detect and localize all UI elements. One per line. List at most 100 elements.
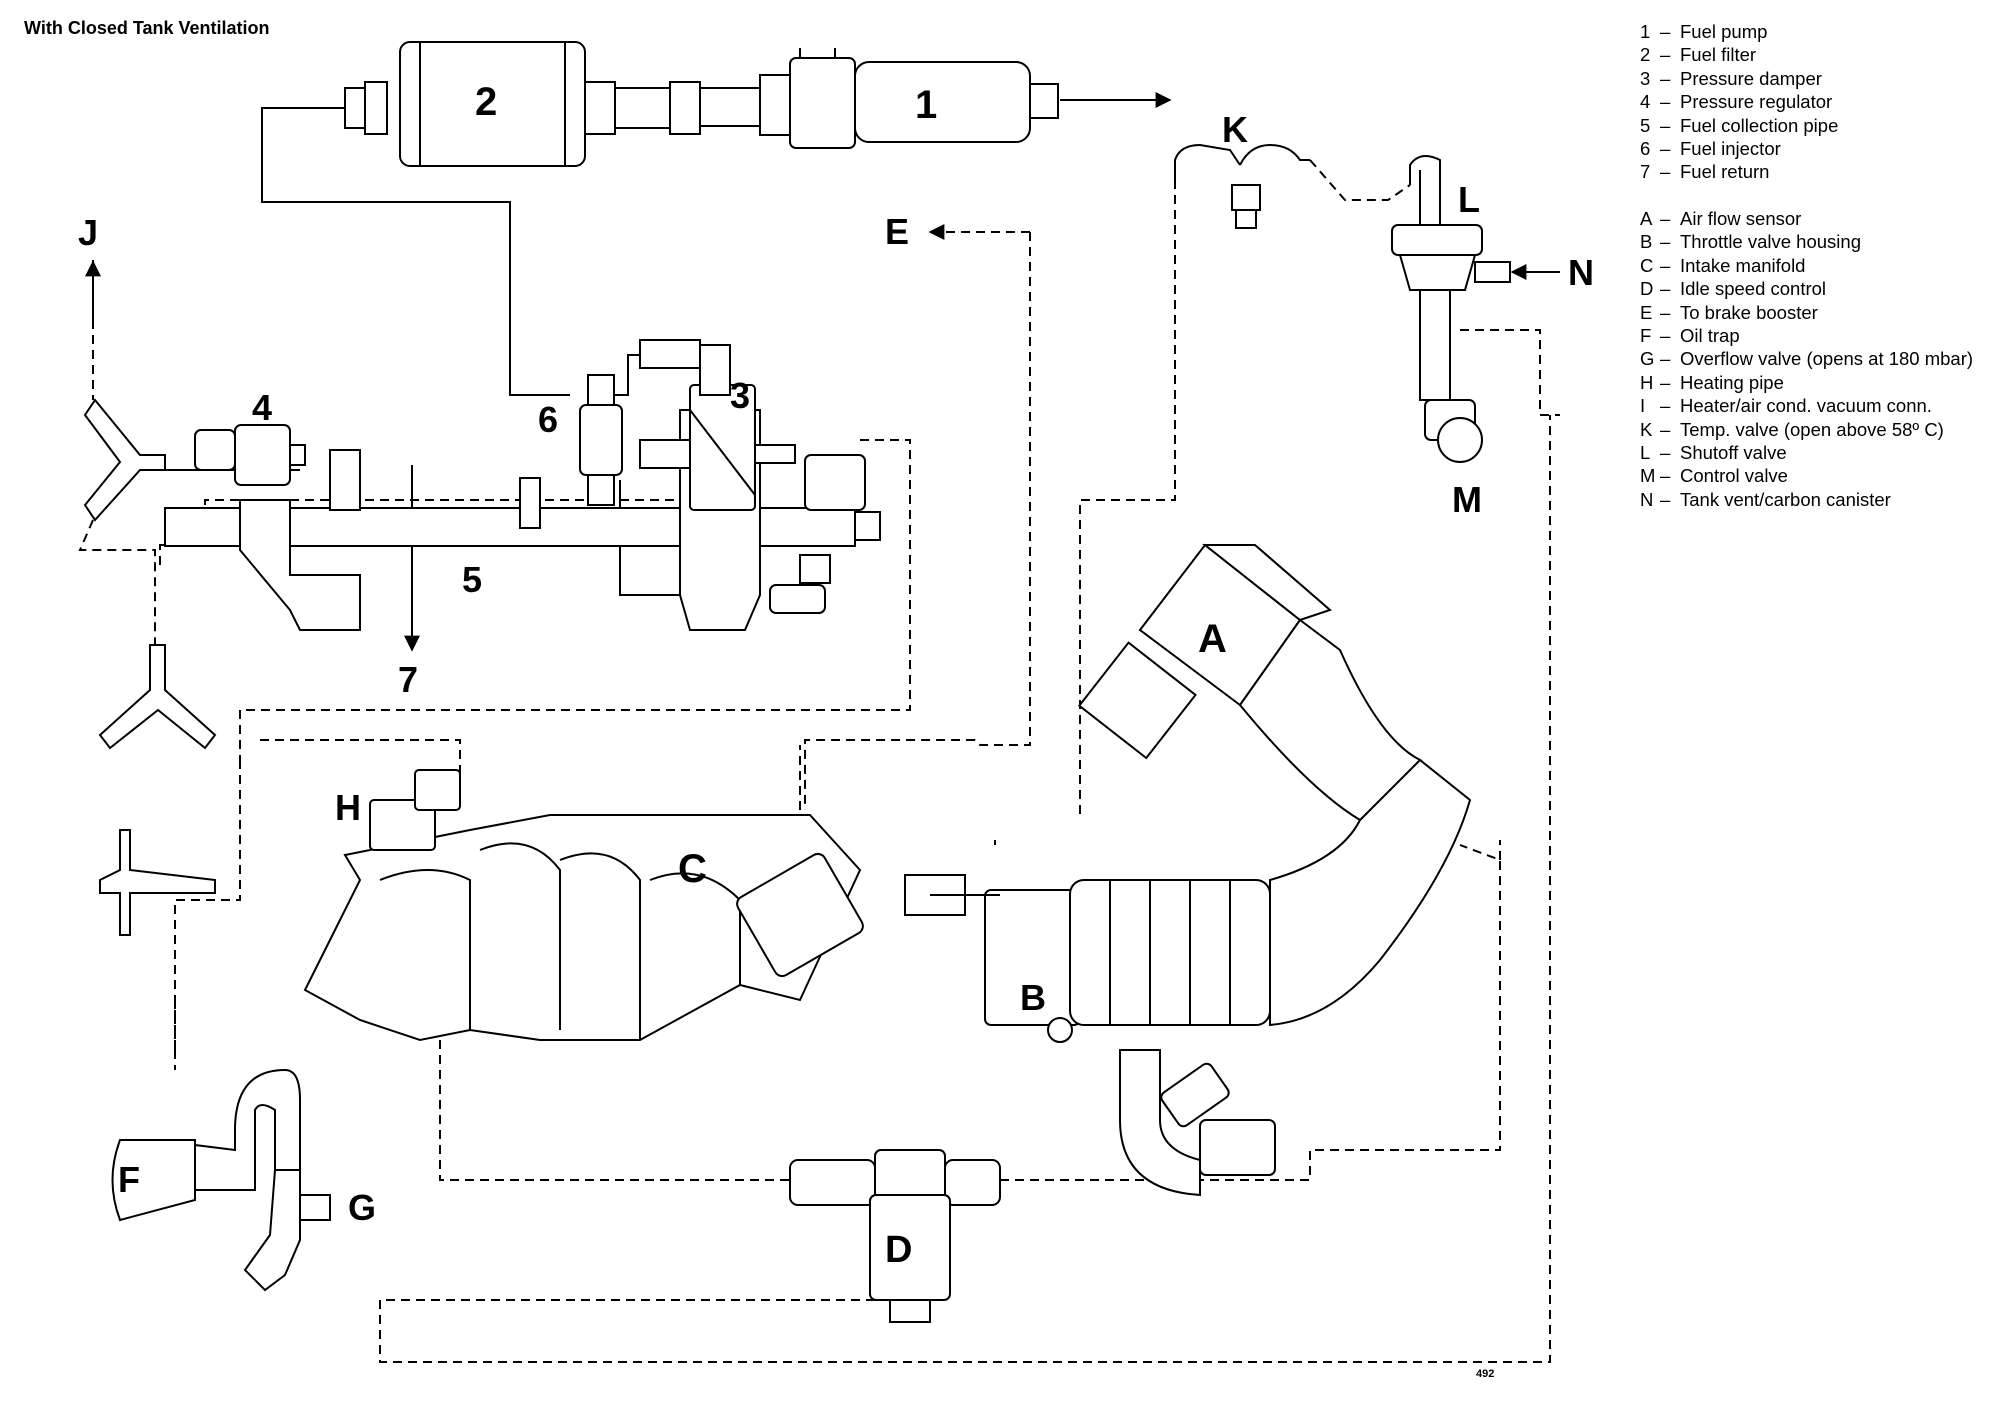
- legend-text: Air flow sensor: [1680, 208, 1802, 229]
- legend-text: Temp. valve (open above 58º C): [1680, 418, 1944, 440]
- legend-item: A–Air flow sensor: [1640, 207, 1973, 230]
- legend-dash: –: [1660, 21, 1671, 42]
- legend-item: I–Heater/air cond. vacuum conn.: [1640, 394, 1973, 417]
- label-G: G: [348, 1187, 376, 1228]
- page-title: With Closed Tank Ventilation: [24, 18, 270, 38]
- label-5: 5: [462, 559, 482, 600]
- fuel-filter: [344, 41, 761, 167]
- legend-key: G: [1640, 348, 1655, 370]
- label-D: D: [885, 1229, 912, 1271]
- label-M: M: [1452, 479, 1482, 520]
- air-flow-sensor: [1077, 543, 1422, 822]
- legend-key: F: [1640, 325, 1652, 347]
- intake-manifold: [303, 769, 864, 1042]
- legend-text: Pressure regulator: [1680, 91, 1833, 113]
- legend-text: Overflow valve (opens at 180 mbar): [1680, 348, 1974, 370]
- legend-item: K–Temp. valve (open above 58º C): [1640, 418, 1973, 441]
- legend-dash: –: [1660, 301, 1671, 323]
- legend-text: Control valve: [1680, 465, 1788, 487]
- label-A: A: [1198, 617, 1227, 661]
- legend-text: Fuel filter: [1680, 44, 1757, 66]
- legend-item: M–Control valve: [1640, 464, 1973, 487]
- legend-dash: –: [1660, 488, 1671, 510]
- legend-key: H: [1640, 371, 1654, 393]
- legend-text: Heater/air cond. vacuum conn.: [1680, 395, 1932, 417]
- legend-item: N–Tank vent/carbon canister: [1640, 488, 1973, 511]
- legend-text: Pressure damper: [1680, 67, 1822, 89]
- legend-dash: –: [1660, 114, 1671, 136]
- legend-key: I: [1640, 395, 1646, 417]
- legend-dash: –: [1660, 348, 1671, 370]
- legend-item: 4–Pressure regulator: [1640, 90, 1838, 113]
- legend-dash: –: [1660, 208, 1671, 229]
- legend-key: 4: [1640, 91, 1651, 113]
- legend-dash: –: [1660, 91, 1671, 113]
- legend-item: 1–Fuel pump: [1640, 20, 1838, 43]
- legend-dash: –: [1660, 418, 1671, 440]
- fuel-collection-pipe: [83, 339, 881, 631]
- legend-key: D: [1640, 278, 1654, 300]
- legend-key: N: [1640, 488, 1654, 510]
- label-1: 1: [915, 83, 937, 127]
- idle-speed-control: [789, 1149, 1001, 1323]
- legend-item: C–Intake manifold: [1640, 254, 1973, 277]
- legend-text: Fuel return: [1680, 161, 1770, 183]
- legend-key: E: [1640, 301, 1653, 323]
- legend-text: Oil trap: [1680, 325, 1740, 347]
- legend-dash: –: [1660, 325, 1671, 347]
- legend-text: Intake manifold: [1680, 254, 1806, 276]
- vent-valves: [1174, 143, 1511, 463]
- legend-dash: –: [1660, 254, 1671, 276]
- legend-item: 7–Fuel return: [1640, 160, 1838, 183]
- legend-item: 2–Fuel filter: [1640, 43, 1838, 66]
- legend-dash: –: [1660, 442, 1671, 464]
- figure-number: 492: [1476, 1368, 1495, 1380]
- label-7: 7: [398, 659, 418, 700]
- legend-item: 6–Fuel injector: [1640, 137, 1838, 160]
- legend-dash: –: [1660, 278, 1671, 300]
- label-L: L: [1458, 179, 1480, 220]
- legend-text: Fuel collection pipe: [1680, 114, 1839, 136]
- legend-text: Shutoff valve: [1680, 442, 1787, 464]
- legend-text: To brake booster: [1680, 301, 1818, 323]
- legend-key: B: [1640, 231, 1653, 253]
- legend-key: 5: [1640, 114, 1651, 136]
- throttle-housing: [904, 758, 1472, 1197]
- label-2: 2: [475, 80, 497, 124]
- legend-key: L: [1640, 442, 1651, 464]
- legend-item: F–Oil trap: [1640, 324, 1973, 347]
- legend-item: L–Shutoff valve: [1640, 441, 1973, 464]
- legend-key: 6: [1640, 138, 1651, 160]
- legend-text: Fuel injector: [1680, 138, 1781, 160]
- legend-dash: –: [1660, 138, 1671, 160]
- legend-dash: –: [1660, 44, 1671, 66]
- label-B: B: [1020, 977, 1046, 1018]
- legend-key: C: [1640, 254, 1654, 276]
- legend-item: G–Overflow valve (opens at 180 mbar): [1640, 347, 1973, 370]
- legend-item: 5–Fuel collection pipe: [1640, 114, 1838, 137]
- label-C: C: [678, 847, 707, 891]
- legend-item: H–Heating pipe: [1640, 371, 1973, 394]
- legend-text: Fuel pump: [1680, 21, 1768, 42]
- legend-key: 3: [1640, 67, 1651, 89]
- legend-dash: –: [1660, 231, 1671, 253]
- fuel-lines: [160, 92, 1172, 652]
- legend-dash: –: [1660, 161, 1671, 183]
- legend-item: E–To brake booster: [1640, 301, 1973, 324]
- legend-key: A: [1640, 208, 1653, 229]
- label-N: N: [1568, 252, 1594, 293]
- legend-key: 7: [1640, 161, 1651, 183]
- legend-item: B–Throttle valve housing: [1640, 230, 1973, 253]
- legend-dash: –: [1660, 67, 1671, 89]
- legend-text: Idle speed control: [1680, 278, 1827, 300]
- legend-key: K: [1640, 418, 1653, 440]
- label-4: 4: [252, 387, 272, 428]
- label-6: 6: [538, 399, 558, 440]
- legend-item: 3–Pressure damper: [1640, 67, 1838, 90]
- legend-key: M: [1640, 465, 1656, 487]
- label-E: E: [885, 211, 909, 252]
- fuel-pump: [759, 48, 1059, 149]
- arrows: [85, 260, 1560, 320]
